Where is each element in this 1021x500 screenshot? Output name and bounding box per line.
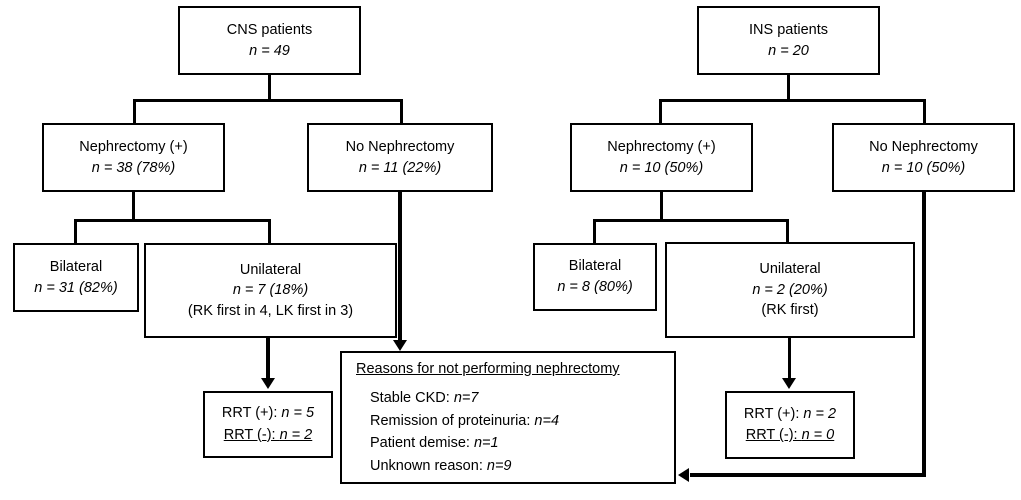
node-cns-rrt-negative-value: n = 2 [279,426,313,443]
reason-item-0-count: n=7 [453,389,479,406]
node-cns-bilateral-title: Bilateral [49,258,103,275]
node-ins-unilateral-detail: (RK first) [761,302,819,319]
arrowhead-cns-reasons [393,340,407,351]
node-ins-nephrectomy-no-count: n = 10 (50%) [881,159,966,176]
connector-ins-no-neph-left [690,473,926,477]
node-cns-rrt-positive-value: n = 5 [281,405,315,422]
reason-item-3-label: Unknown reason: [370,458,487,475]
reason-item-1: Remission of proteinuria: n=4 [370,411,664,431]
connector-ins-split-left-drop [659,99,662,124]
connector-cns-unilateral-drop [268,219,271,244]
connector-cns-split-bar [133,99,403,102]
reason-item-3-count: n=9 [486,458,512,475]
node-ins-rrt: RRT (+): n = 2 RRT (-): n = 0 [725,391,855,459]
connector-ins-neph-yes-split-bar [593,219,789,222]
node-cns-bilateral: Bilateral n = 31 (82%) [13,243,139,312]
connector-ins-unilateral-drop [786,219,789,243]
node-cns-rrt-positive: RRT (+): n = 5 [222,403,314,424]
node-ins-rrt-negative-label: RRT (-): [745,427,802,443]
node-ins-nephrectomy-no-title: No Nephrectomy [869,138,978,155]
connector-ins-root-stem [787,74,790,100]
panel-reasons-title: Reasons for not performing nephrectomy [356,361,620,377]
node-cns-rrt-negative-label: RRT (-): [223,426,280,443]
panel-reasons: Reasons for not performing nephrectomy S… [340,351,676,484]
node-cns-nephrectomy-no: No Nephrectomy n = 11 (22%) [307,123,493,192]
node-ins-unilateral-count: n = 2 (20%) [752,281,828,298]
node-ins-rrt-positive-label: RRT (+): [743,405,804,422]
node-ins-nephrectomy-no: No Nephrectomy n = 10 (50%) [832,123,1015,192]
reason-item-0: Stable CKD: n=7 [370,388,664,408]
node-cns-unilateral-count: n = 7 (18%) [232,282,309,299]
node-ins-nephrectomy-yes: Nephrectomy (+) n = 10 (50%) [570,123,753,192]
node-cns-rrt-positive-label: RRT (+): [221,405,282,422]
reason-item-2: Patient demise: n=1 [370,433,664,453]
node-cns-nephrectomy-yes: Nephrectomy (+) n = 38 (78%) [42,123,225,192]
connector-ins-unilateral-to-rrt [788,338,791,380]
connector-ins-no-neph-down [922,192,926,477]
node-cns-root-title: CNS patients [226,21,313,38]
node-cns-nephrectomy-yes-title: Nephrectomy (+) [79,138,188,155]
connector-cns-root-stem [268,74,271,100]
node-ins-bilateral: Bilateral n = 8 (80%) [533,243,657,311]
connector-ins-split-right-drop [923,99,926,124]
node-ins-root-count: n = 20 [768,42,809,59]
node-ins-root-title: INS patients [749,21,828,38]
node-ins-rrt-negative-value: n = 0 [801,427,835,443]
node-cns-root: CNS patients n = 49 [178,6,361,75]
node-cns-unilateral-detail: (RK first in 4, LK first in 3) [187,302,354,319]
reason-item-3: Unknown reason: n=9 [370,456,664,476]
connector-cns-neph-yes-stem [132,192,135,220]
node-ins-nephrectomy-yes-title: Nephrectomy (+) [607,138,716,155]
node-cns-nephrectomy-no-count: n = 11 (22%) [358,159,442,176]
node-ins-rrt-negative: RRT (-): n = 0 [746,425,835,446]
node-cns-nephrectomy-no-title: No Nephrectomy [345,138,455,155]
reason-item-1-label: Remission of proteinuria: [370,412,535,429]
arrowhead-reasons-from-ins [678,468,689,482]
reason-item-0-label: Stable CKD: [370,389,454,406]
node-ins-bilateral-count: n = 8 (80%) [557,279,633,295]
node-ins-unilateral-title: Unilateral [759,261,821,278]
node-ins-bilateral-title: Bilateral [568,258,622,275]
node-cns-rrt: RRT (+): n = 5 RRT (-): n = 2 [203,391,333,458]
node-cns-unilateral: Unilateral n = 7 (18%) (RK first in 4, L… [144,243,397,338]
reason-item-2-count: n=1 [473,435,499,452]
node-cns-nephrectomy-yes-count: n = 38 (78%) [91,159,176,176]
arrowhead-cns-rrt [261,378,275,389]
connector-ins-neph-yes-stem [660,192,663,220]
reason-item-1-count: n=4 [534,412,560,429]
connector-cns-unilateral-to-rrt [266,338,270,380]
node-cns-bilateral-count: n = 31 (82%) [34,279,118,296]
reason-item-2-label: Patient demise: [370,435,474,452]
connector-cns-no-neph-to-reasons [398,192,402,344]
node-ins-rrt-positive: RRT (+): n = 2 [744,404,836,425]
arrowhead-ins-rrt [782,378,796,389]
connector-ins-split-bar [659,99,926,102]
node-ins-rrt-positive-value: n = 2 [803,405,837,422]
node-ins-unilateral: Unilateral n = 2 (20%) (RK first) [665,242,915,338]
node-ins-root: INS patients n = 20 [697,6,880,75]
node-cns-root-count: n = 49 [249,42,290,59]
connector-cns-split-left-drop [133,99,136,124]
connector-cns-split-right-drop [400,99,403,124]
node-cns-rrt-negative: RRT (-): n = 2 [224,425,313,446]
connector-ins-bilateral-drop [593,219,596,243]
node-cns-unilateral-title: Unilateral [239,261,302,278]
connector-cns-bilateral-drop [74,219,77,244]
node-ins-nephrectomy-yes-count: n = 10 (50%) [619,159,704,176]
connector-cns-neph-yes-split-bar [74,219,271,222]
